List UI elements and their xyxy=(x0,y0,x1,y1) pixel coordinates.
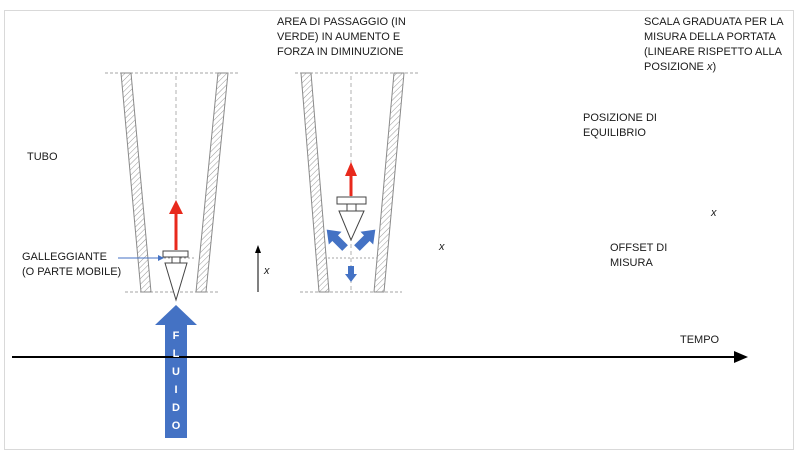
float-right-cone xyxy=(338,210,365,242)
tubo-label: TUBO xyxy=(27,151,58,163)
fluid-arrow xyxy=(155,305,197,438)
scala-label-end: ) xyxy=(712,61,717,73)
fluid-letter: I xyxy=(174,384,178,396)
tube-left-wall-right xyxy=(195,72,229,293)
scala-label-text: SCALA GRADUATA PER LA MISURA DELLA PORTA… xyxy=(644,16,784,73)
galleggiante-label: GALLEGGIANTE (O PARTE MOBILE) xyxy=(22,251,122,278)
float-left xyxy=(162,250,189,302)
offset-label: OFFSET DI MISURA xyxy=(610,242,668,269)
float-left-cap xyxy=(162,250,189,258)
scala-label-x: x xyxy=(706,61,713,73)
fluid-letter: U xyxy=(172,366,180,378)
x-mark-displacement: x xyxy=(264,265,270,277)
posizione-equilibrio-label: POSIZIONE DI EQUILIBRIO xyxy=(583,112,657,139)
tube-right xyxy=(295,72,420,293)
tube-right-wall-right xyxy=(373,72,405,293)
float-left-cone xyxy=(164,262,188,302)
x-displacement-arrow xyxy=(255,245,261,292)
fluid-letter: L xyxy=(172,348,180,360)
force-arrow-left xyxy=(169,200,183,250)
float-right-stem xyxy=(346,203,357,212)
flow-arrow-up-left xyxy=(326,229,348,251)
x-mark-right: x xyxy=(711,207,717,219)
area-label: AREA DI PASSAGGIO (IN VERDE) IN AUMENTO … xyxy=(277,16,406,58)
tempo-label: TEMPO xyxy=(680,334,720,346)
fluid-letter: D xyxy=(172,402,180,414)
float-right xyxy=(336,196,367,242)
x-mark-middle: x xyxy=(439,241,445,253)
float-left-stem xyxy=(171,256,181,264)
flow-arrows-right xyxy=(326,229,376,282)
scala-label: SCALA GRADUATA PER LA MISURA DELLA PORTA… xyxy=(644,15,784,75)
fluid-arrow-shape xyxy=(155,305,197,438)
time-axis xyxy=(12,351,748,363)
fluid-letter: F xyxy=(172,330,180,342)
tube-right-wall-left xyxy=(300,72,330,293)
tube-left-wall-left xyxy=(120,72,152,293)
float-right-cap xyxy=(336,196,367,205)
pointer-arrow-galleggiante xyxy=(118,255,164,261)
fluid-letter: O xyxy=(171,420,181,432)
fluid-label: F L U I D O xyxy=(165,327,187,435)
force-arrow-right xyxy=(345,162,357,196)
flow-arrow-up-right xyxy=(354,229,376,251)
flow-arrow-up xyxy=(345,266,357,282)
